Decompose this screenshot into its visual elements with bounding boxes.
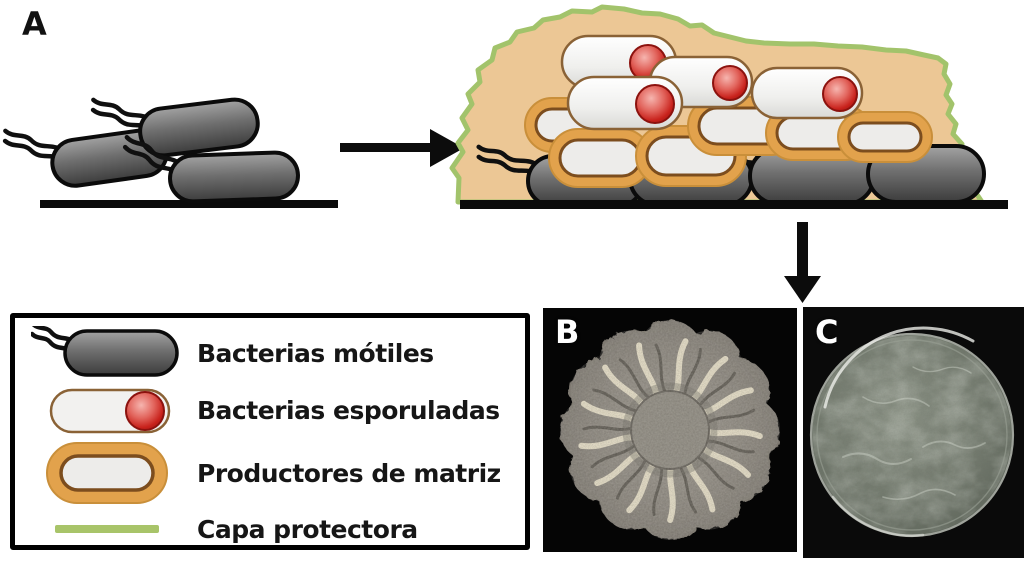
surface-line-right [460, 200, 1008, 209]
right-arrow-icon [340, 129, 464, 167]
spore-icon [712, 65, 748, 101]
motile-bacterium-icon [168, 150, 300, 204]
biofilm-group [449, 4, 1008, 209]
panel-b-colony-photo [543, 308, 797, 552]
legend-box: Bacterias mótiles Bacterias esporuladas [10, 313, 530, 550]
biofilm-formation-diagram [0, 4, 1008, 303]
panel-a-label: A [22, 5, 47, 43]
motile-bacterium-icon [31, 326, 183, 380]
panel-c-label: C [815, 313, 839, 351]
spore-icon [635, 84, 675, 124]
legend-item-matrix: Productores de matriz [31, 438, 525, 508]
panel-b-label: B [555, 313, 580, 351]
legend-item-protective: Capa protectora [31, 508, 525, 550]
motile-bacterium-icon [138, 97, 260, 158]
pellicle-grain-texture [813, 336, 1011, 534]
legend-item-motile: Bacterias mótiles [31, 324, 525, 382]
down-arrow-icon [784, 222, 821, 303]
matrix-producer-icon [837, 111, 933, 163]
legend-label: Capa protectora [197, 514, 418, 544]
surface-line-left [40, 200, 338, 208]
motile-bacteria-group [4, 96, 338, 208]
spore-icon [125, 391, 165, 431]
dish-rim-highlight [823, 326, 975, 409]
panel-c-pellicle-photo [803, 307, 1024, 558]
sporulated-bacterium-icon [31, 384, 183, 436]
legend-label: Bacterias mótiles [197, 338, 434, 368]
sporulated-bacterium-icon [750, 66, 864, 120]
sporulated-bacterium-icon [566, 75, 684, 131]
biofilm-sporulated-layer [560, 34, 864, 131]
spore-icon [822, 76, 858, 112]
matrix-producer-icon [31, 440, 183, 506]
dish-inner-rim [816, 339, 1008, 531]
legend-label: Bacterias esporuladas [197, 395, 500, 425]
pellicle-wrinkles [842, 366, 986, 501]
legend-item-sporulated: Bacterias esporuladas [31, 382, 525, 438]
dish-rim-highlight-bottom [831, 495, 925, 537]
legend-label: Productores de matriz [197, 458, 501, 488]
protective-layer-icon [31, 523, 183, 535]
